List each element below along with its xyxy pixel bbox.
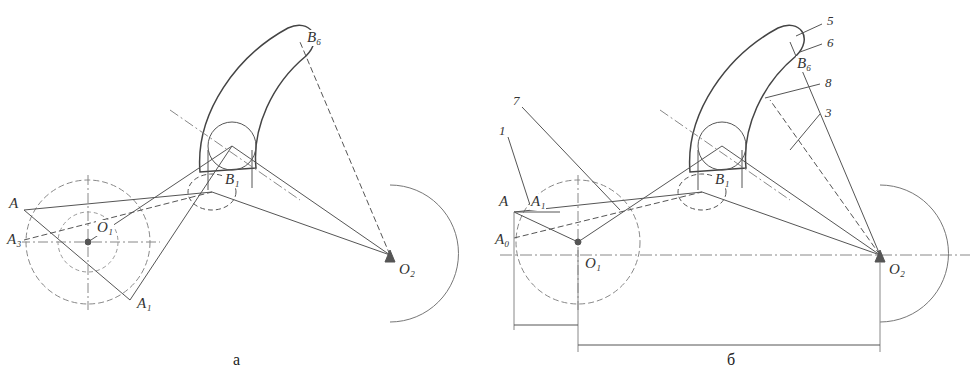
callout-number: 3	[824, 106, 833, 120]
point-label: B₆	[306, 30, 322, 46]
callout-number: 7	[512, 94, 521, 108]
point-label: A₁	[530, 194, 546, 210]
panel-caption: а	[232, 352, 241, 369]
callout-number: 8	[824, 76, 833, 90]
callout-number: 5	[826, 14, 835, 28]
point-label: O₂	[398, 262, 416, 278]
point-label: O₁	[584, 256, 602, 272]
panel-caption: б	[726, 352, 736, 369]
point-label: A₃	[6, 232, 22, 248]
callout-number: 6	[826, 36, 835, 50]
callout-number: 1	[498, 124, 507, 138]
point-label: B₁	[224, 172, 240, 188]
point-label: A	[8, 196, 19, 212]
point-label: A₁	[136, 296, 152, 312]
point-label: O₁	[96, 220, 114, 236]
point-label: B₁	[714, 172, 730, 188]
point-label: A₀	[494, 232, 510, 248]
point-label: B₆	[796, 56, 812, 72]
panel-b	[500, 24, 970, 352]
panel-a	[20, 25, 458, 322]
point-label: O₂	[888, 262, 906, 278]
point-label: A	[498, 194, 509, 210]
